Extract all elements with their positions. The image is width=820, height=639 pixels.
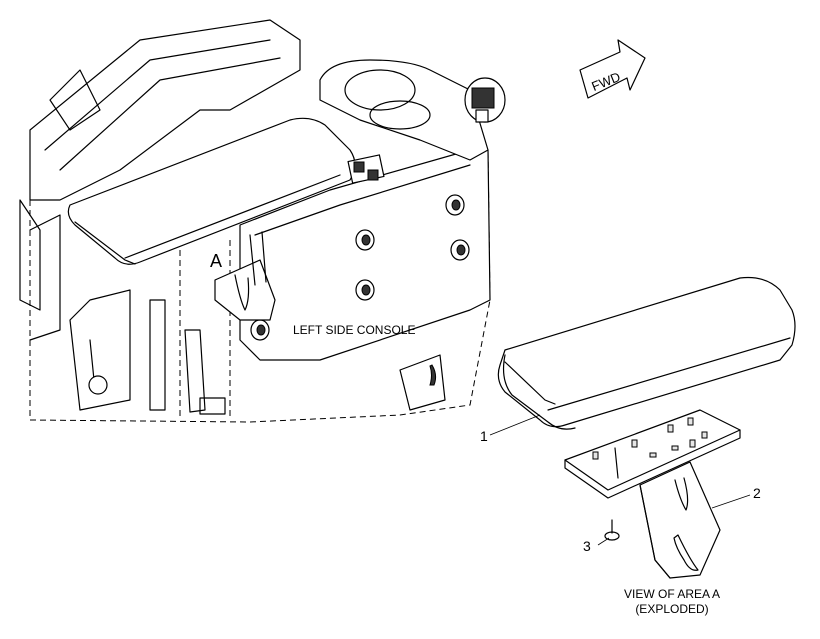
lower-mechanism (69, 289, 446, 415)
support-bracket (639, 461, 721, 579)
callout-1: 1 (480, 428, 488, 444)
console-label: LEFT SIDE CONSOLE (293, 323, 415, 337)
exploded-view: 1 2 3 VIEW OF AREA A (EXPLODED) (480, 276, 796, 616)
console-assembly: A LEFT SIDE CONSOLE (19, 19, 506, 423)
fwd-arrow: FWD (579, 39, 646, 99)
armrest-pad (497, 276, 796, 430)
pin (604, 519, 620, 541)
view-caption-line1: VIEW OF AREA A (624, 587, 720, 601)
side-panel (239, 149, 491, 361)
callout-1-leader (489, 414, 541, 436)
panel-holes (250, 194, 470, 341)
armrest-connector (347, 154, 385, 184)
area-a-bracket (214, 231, 276, 321)
callout-2-leader (711, 494, 751, 509)
view-caption-line2: (EXPLODED) (635, 602, 708, 616)
connector-plug (464, 77, 506, 123)
console-armrest (67, 117, 356, 265)
screw (614, 447, 619, 479)
callout-2: 2 (753, 485, 761, 501)
mounting-plate (564, 409, 741, 499)
callout-3-leader (597, 537, 610, 546)
callout-3: 3 (583, 538, 591, 554)
rear-housing (29, 19, 301, 201)
console-dashed-outline (29, 149, 491, 423)
area-label: A (210, 251, 222, 271)
